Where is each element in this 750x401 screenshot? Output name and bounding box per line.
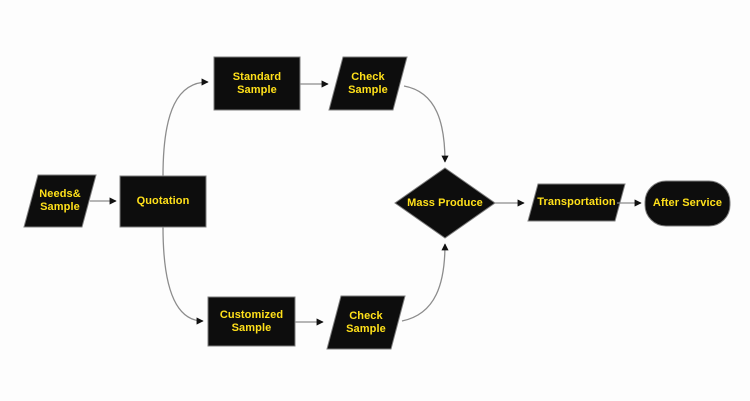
shape-standard-sample[interactable] <box>213 56 301 111</box>
shape-quotation[interactable] <box>119 175 207 228</box>
connector-quotation-to-standard <box>162 78 209 177</box>
shape-mass-produce[interactable] <box>394 167 496 239</box>
shape-after-service[interactable] <box>644 180 731 227</box>
shape-check-sample-top[interactable] <box>328 56 408 111</box>
connector-check-bottom-to-mass-produce <box>401 243 449 322</box>
connector-check-top-to-mass-produce <box>403 85 449 163</box>
shape-transportation[interactable] <box>527 183 626 222</box>
shape-customized-sample[interactable] <box>207 296 296 347</box>
connector-quotation-to-customized <box>162 226 204 325</box>
shape-check-sample-bottom[interactable] <box>326 295 406 350</box>
shape-needs-sample[interactable] <box>23 174 97 228</box>
